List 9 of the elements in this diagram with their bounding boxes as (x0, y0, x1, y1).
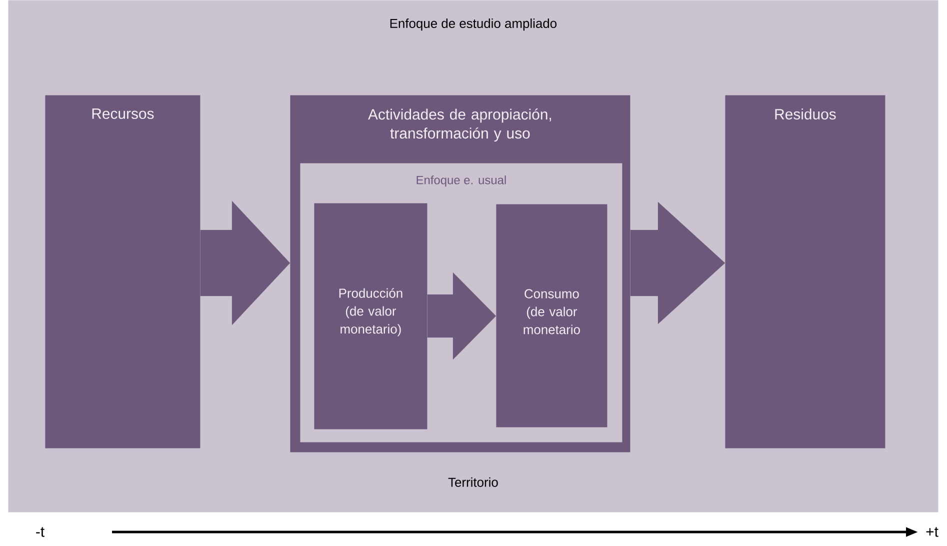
consumption-box: Consumo (de valor monetario (496, 204, 608, 428)
waste-box: Residuos (725, 95, 886, 448)
axis-label: -t (36, 527, 44, 537)
resource-box: Recursos (45, 95, 200, 448)
block-arrow (427, 272, 496, 360)
block-arrow (200, 200, 290, 326)
axis-label: +t (926, 527, 938, 537)
block-arrow (630, 202, 726, 324)
production-box: Producción (de valor monetario) (314, 203, 428, 430)
